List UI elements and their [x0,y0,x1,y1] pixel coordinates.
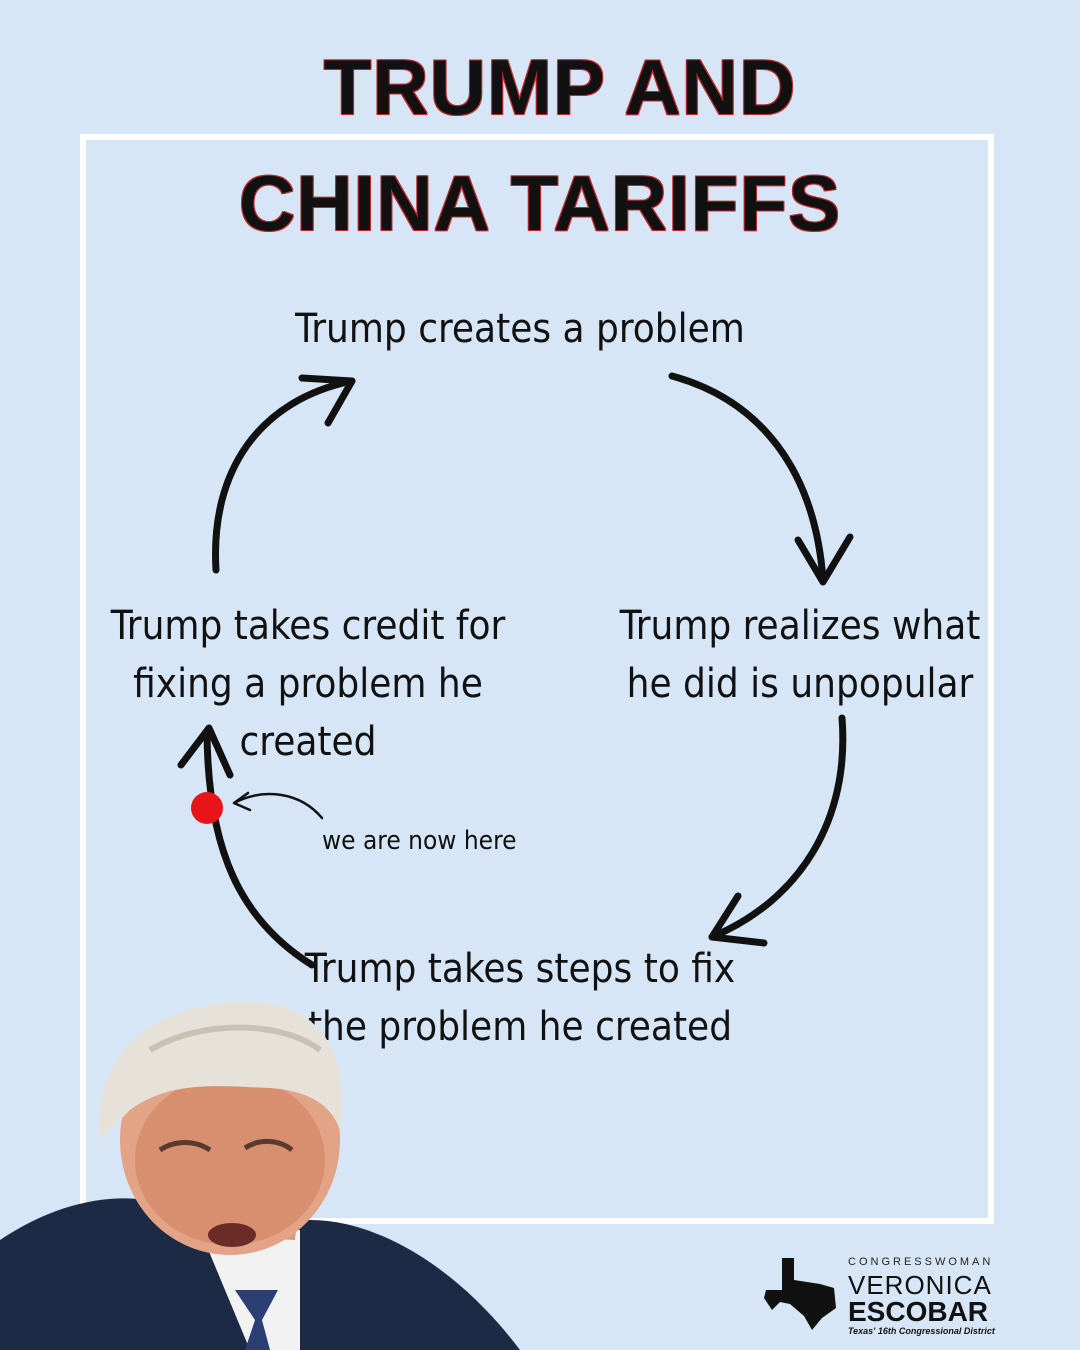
we-are-here-label: we are now here [322,826,517,856]
step-takes-steps: Trump takes steps to fix the problem he … [304,946,736,1050]
white-frame [80,134,994,1224]
logo-last-name: ESCOBAR [848,1296,989,1327]
pointer-arrow [234,792,324,820]
escobar-logo: CONGRESSWOMAN VERONICA ESCOBAR Texas' 16… [760,1252,1000,1342]
step-realizes-unpopular: Trump realizes what he did is unpopular [619,603,981,707]
arrowhead-top-left [298,374,356,427]
logo-kicker: CONGRESSWOMAN [848,1256,994,1268]
logo-first-name: VERONICA [848,1270,992,1300]
arrowhead-top-right [794,533,854,586]
title-line-1: TRUMP AND [0,43,1080,131]
trump-portrait-photo [0,1001,520,1350]
current-position-dot [191,792,223,824]
arrow-bottom-right [708,714,847,941]
title-line-2: CHINA TARIFFS [0,159,1080,247]
step-takes-credit: Trump takes credit for fixing a problem … [110,603,506,765]
arrow-top-right [668,372,827,584]
logo-subtitle: Texas' 16th Congressional District [848,1326,995,1336]
step-creates-problem: Trump creates a problem [295,306,745,352]
pointer-arrowhead [232,791,252,812]
arrow-top-left [212,377,356,574]
arrowhead-bottom-right [708,892,768,947]
texas-map-icon [764,1258,836,1330]
arrowhead-bottom-left [177,724,234,779]
arrow-bottom-left [203,729,316,969]
